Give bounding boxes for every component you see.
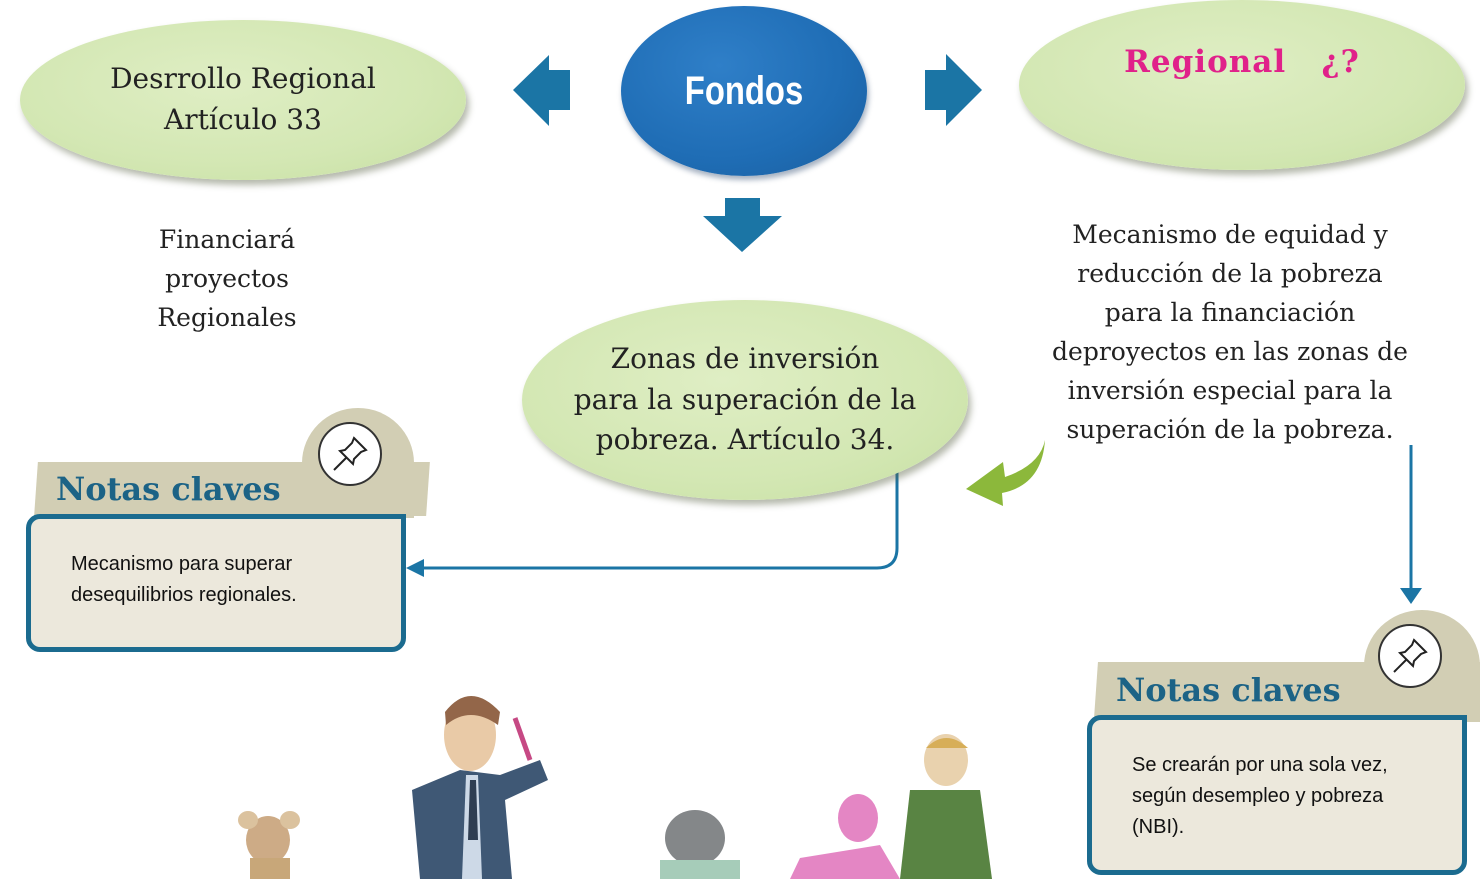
- note-right-line2: según desempleo y pobreza: [1132, 785, 1384, 807]
- arrow-right-icon: [925, 54, 982, 126]
- pushpin-icon: [1378, 624, 1442, 688]
- node-desarrollo-regional-line2: Artículo 33: [164, 103, 322, 136]
- node-desarrollo-regional-line1: Desrrollo Regional: [110, 62, 376, 96]
- right-description-line5: inversión especial para la: [1067, 376, 1393, 405]
- note-left-line1: Mecanismo para superar: [71, 553, 293, 575]
- note-right: Se crearán por una sola vez, según desem…: [1087, 715, 1467, 875]
- connector-arrowhead-left: [406, 559, 424, 577]
- node-zonas-line2: para la superación de la: [573, 382, 917, 416]
- left-description-line1: Financiará: [158, 225, 296, 254]
- right-description-line1: Mecanismo de equidad y: [1072, 220, 1388, 249]
- pushpin-icon: [318, 422, 382, 486]
- note-left-title: Notas claves: [56, 470, 281, 508]
- curved-arrow-icon: [966, 440, 1045, 506]
- note-right-line1: Se crearán por una sola vez,: [1132, 754, 1388, 776]
- right-description-line6: superación de la pobreza.: [1066, 415, 1394, 444]
- right-description-line2: reducción de la pobreza: [1077, 259, 1383, 288]
- node-zonas-line3: pobreza. Artículo 34.: [595, 423, 895, 457]
- left-description: Financiará proyectos Regionales: [117, 220, 337, 337]
- right-description-line3: para la financiación: [1104, 298, 1356, 327]
- node-zonas-line1: Zonas de inversión: [610, 342, 880, 376]
- left-description-line2: proyectos: [165, 264, 289, 293]
- node-fondos-label: Fondos: [684, 68, 804, 113]
- note-right-line3: (NBI).: [1132, 816, 1185, 838]
- node-zonas-inversion: Zonas de inversión para la superación de…: [522, 300, 968, 500]
- node-regional: Regional ¿?: [1019, 0, 1465, 170]
- connector-arrowhead-down: [1400, 588, 1422, 604]
- arrow-down-icon: [703, 198, 782, 252]
- note-left: Mecanismo para superar desequilibrios re…: [26, 514, 406, 652]
- node-desarrollo-regional: Desrrollo Regional Artículo 33: [20, 20, 466, 180]
- right-description-line4: deproyectos en las zonas de: [1052, 337, 1408, 366]
- left-description-line3: Regionales: [157, 303, 297, 332]
- connector-center-to-note: [418, 440, 899, 570]
- right-description: Mecanismo de equidad y reducción de la p…: [1040, 215, 1420, 449]
- note-left-line2: desequilibrios regionales.: [71, 584, 297, 606]
- node-fondos: Fondos: [621, 6, 867, 176]
- node-regional-label: Regional ¿?: [1124, 44, 1360, 80]
- people-illustration: [238, 696, 992, 879]
- arrow-left-icon: [513, 55, 570, 126]
- note-right-title: Notas claves: [1116, 671, 1341, 709]
